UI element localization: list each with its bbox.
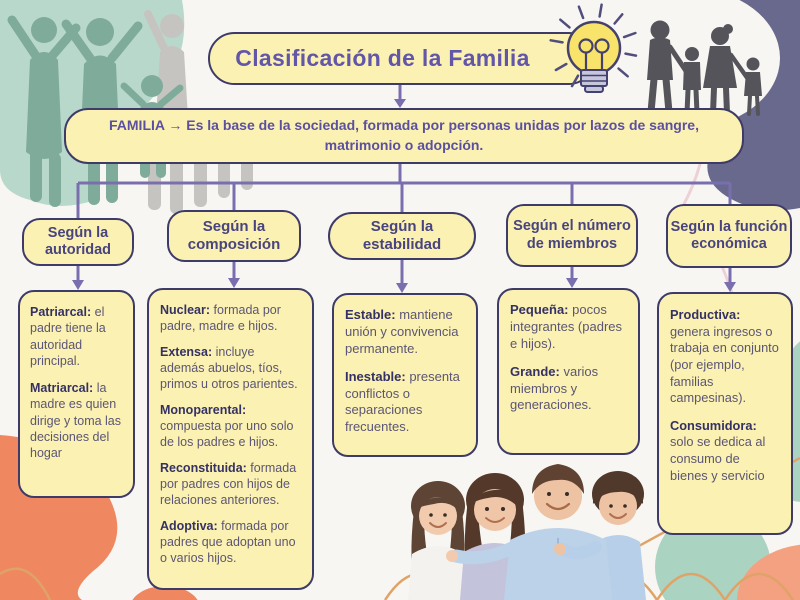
term-label: Matriarcal: — [30, 381, 94, 395]
definition-box: FAMILIA → Es la base de la sociedad, for… — [64, 108, 744, 164]
definition-item: Reconstituida: formada por padres con hi… — [160, 460, 301, 508]
definition-item: Adoptiva: formada por padres que adoptan… — [160, 518, 301, 566]
detail-box-composicion: Nuclear: formada por padre, madre e hijo… — [147, 288, 314, 590]
photo-boy — [590, 471, 646, 600]
term-description: mantiene unión y convivencia permanente. — [345, 307, 459, 356]
family-walking-silhouette-icon — [647, 20, 762, 116]
photo-girl — [408, 481, 468, 600]
term-label: Consumidora: — [670, 417, 757, 433]
category-box-autoridad: Según la autoridad — [22, 218, 134, 266]
category-arrow-lines — [76, 259, 732, 284]
term-label: Monoparental: — [160, 403, 247, 417]
term-description: genera ingresos o trabaja en conjunto (p… — [670, 323, 779, 406]
category-box-funcion-economica: Según la función económica — [666, 204, 792, 268]
term-label: Extensa: — [160, 345, 213, 359]
category-box-composicion: Según la composición — [167, 210, 301, 262]
category-box-estabilidad: Según la estabilidad — [328, 212, 476, 260]
family-photo — [408, 464, 646, 600]
detail-box-estabilidad: Estable: mantiene unión y convivencia pe… — [332, 293, 478, 457]
term-label: Grande: — [510, 363, 560, 379]
definition-item: Estable: mantiene unión y convivencia pe… — [345, 307, 465, 358]
detail-box-funcion-economica: Productiva: genera ingresos o trabaja en… — [657, 292, 793, 535]
definition-item: Patriarcal: el padre tiene la autoridad … — [30, 304, 123, 369]
term-label: Estable: — [345, 307, 396, 322]
definition-item: Productiva: genera ingresos o trabaja en… — [670, 307, 780, 407]
page-title: Clasificación de la Familia — [235, 45, 530, 71]
term-description: pocos integrantes (padres e hijos). — [510, 302, 623, 351]
definition-item: Nuclear: formada por padre, madre e hijo… — [160, 302, 301, 334]
term-description: varios miembros y generaciones. — [510, 363, 599, 413]
photo-father — [504, 464, 612, 600]
definition-item: Pequeña: pocos integrantes (padres e hij… — [510, 302, 627, 353]
definition-item: Inestable: presenta conflictos o separac… — [345, 369, 465, 437]
term-description: formada por padres que adoptan uno o var… — [160, 519, 296, 565]
slate-blob — [596, 0, 800, 211]
photo-arms — [446, 541, 602, 565]
definition-text: FAMILIA → Es la base de la sociedad, for… — [109, 117, 699, 153]
term-description: el padre tiene la autoridad principal. — [30, 305, 106, 368]
term-label: Inestable: — [345, 368, 406, 384]
definition-item: Consumidora: solo se dedica al consumo d… — [670, 418, 780, 485]
term-label: Productiva: — [670, 307, 741, 322]
definition-item: Monoparental: compuesta por uno solo de … — [160, 402, 301, 450]
category-label: Según la función económica — [670, 218, 788, 252]
detail-box-numero-miembros: Pequeña: pocos integrantes (padres e hij… — [497, 288, 640, 455]
term-description: solo se dedica al consumo de bienes y se… — [670, 434, 766, 483]
definition-item: Matriarcal: la madre es quien dirige y t… — [30, 380, 123, 461]
mint-blob — [0, 0, 185, 206]
term-label: Patriarcal: — [30, 305, 92, 319]
term-label: Nuclear: — [160, 303, 211, 317]
term-description: presenta conflictos o separaciones frecu… — [345, 368, 460, 435]
definition-item: Extensa: incluye además abuelos, tíos, p… — [160, 344, 301, 392]
definition-item: Grande: varios miembros y generaciones. — [510, 364, 627, 415]
category-label: Según la autoridad — [44, 224, 112, 258]
photo-mother — [460, 473, 530, 600]
category-label: Según el número de miembros — [513, 218, 631, 252]
term-description: formada por padre, madre e hijos. — [160, 303, 281, 333]
title-box: Clasificación de la Familia — [208, 32, 595, 85]
pink-curve — [627, 12, 740, 315]
detail-box-autoridad: Patriarcal: el padre tiene la autoridad … — [18, 290, 135, 498]
term-description: formada por padres con hijos de relacion… — [160, 461, 297, 507]
category-label: Según la estabilidad — [362, 218, 442, 253]
term-description: incluye además abuelos, tíos, primos u o… — [160, 345, 298, 391]
term-label: Reconstituida: — [160, 461, 247, 475]
category-box-numero-miembros: Según el número de miembros — [506, 204, 638, 267]
peach-blob — [737, 544, 800, 600]
category-label: Según la composición — [187, 218, 281, 253]
term-label: Adoptiva: — [160, 519, 218, 533]
term-description: compuesta por uno solo de los padres e h… — [160, 419, 294, 449]
term-label: Pequeña: — [510, 302, 569, 317]
